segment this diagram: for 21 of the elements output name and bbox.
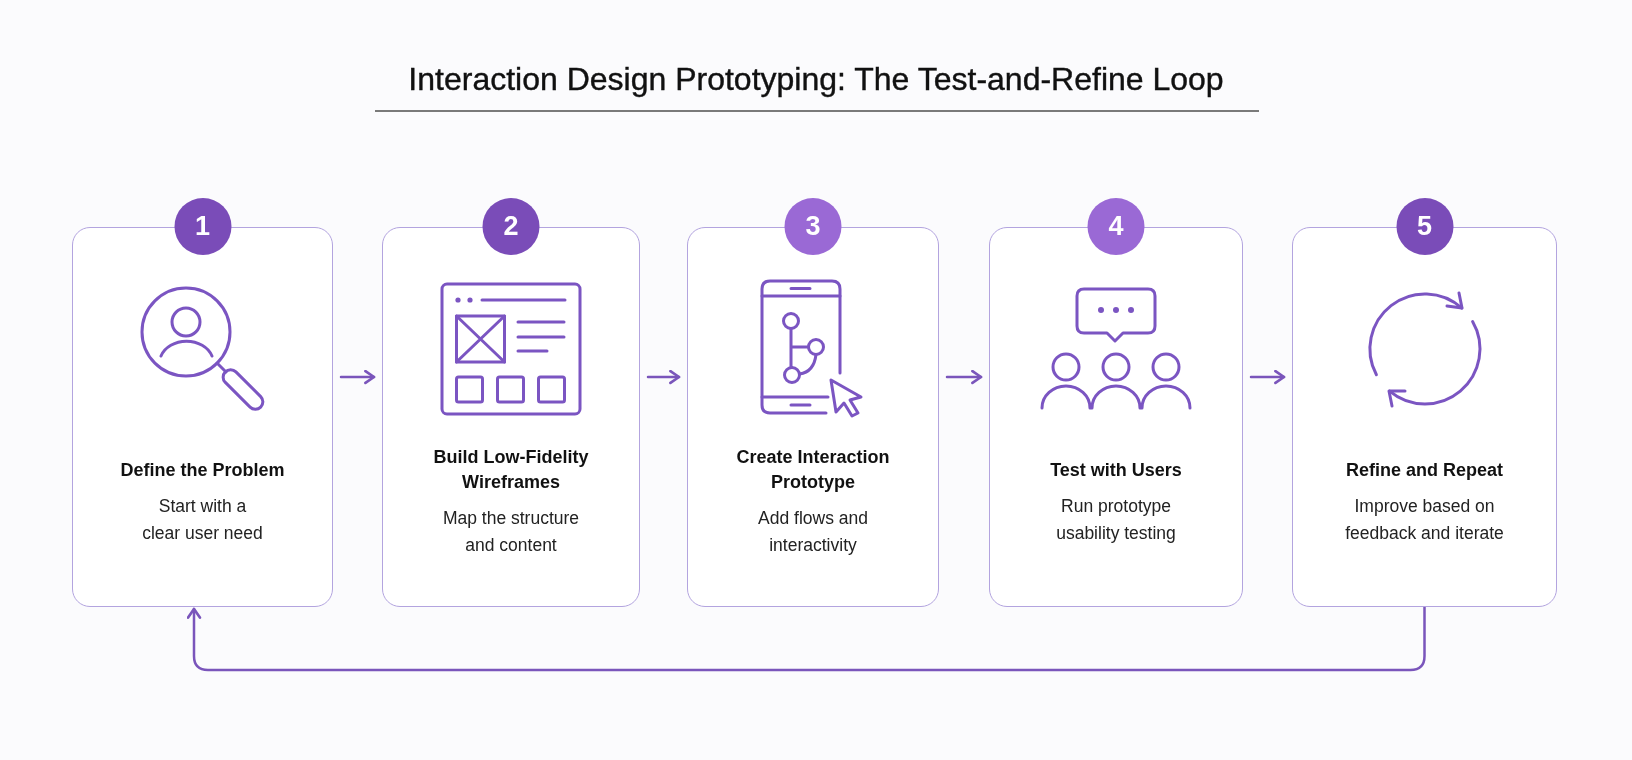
step-number-badge: 1 [174,198,231,255]
step-title: Create Interaction Prototype [735,446,891,494]
step-number-badge: 5 [1396,198,1453,255]
arrow [945,369,983,385]
step-title: Define the Problem [120,458,285,482]
step-title: Test with Users [1050,458,1182,482]
step-title: Refine and Repeat [1345,458,1503,482]
step-description: Run prototype usability testing [1055,494,1177,545]
step-description: Add flows and interactivity [757,507,869,557]
loop-back-arrow [186,605,1426,672]
step-title: Build Low-Fidelity Wireframes [432,446,590,494]
arrow [646,369,681,385]
step-number-badge: 2 [482,198,540,255]
step-number-badge: 4 [1087,198,1145,255]
step-number-badge: 3 [784,198,842,255]
arrow [1249,369,1286,385]
diagram-title: Interaction Design Prototyping: The Test-and-Refine Loop [408,60,1224,99]
step-description: Improve based on feedback and iterate [1344,494,1505,545]
step-description: Map the structure and content [441,507,581,557]
step-description: Start with a clear user need [141,494,264,545]
arrow [339,369,376,385]
